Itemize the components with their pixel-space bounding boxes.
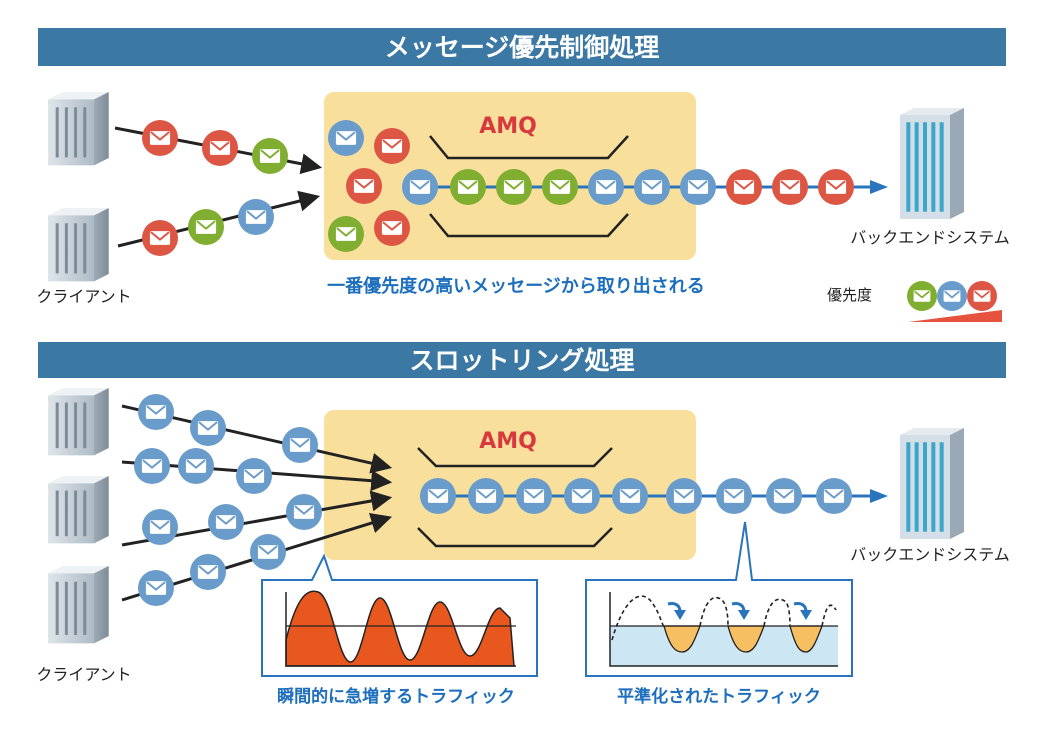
- envelope-icon: [496, 169, 532, 205]
- envelope-icon: [142, 220, 178, 256]
- priority-queue-bottom-bracket: [429, 213, 629, 238]
- throttling-backend-label: バックエンドシステム: [850, 545, 1010, 564]
- throttling-banner: [38, 342, 1006, 378]
- server-icon: [900, 428, 964, 539]
- envelope-icon: [286, 494, 322, 530]
- spike-traffic-callout: [261, 553, 538, 677]
- arrow-icon: [870, 489, 888, 503]
- envelope-icon: [238, 199, 274, 235]
- envelope-icon: [967, 281, 997, 311]
- server-icon: [48, 566, 109, 644]
- priority-backend-label: バックエンドシステム: [850, 228, 1010, 247]
- envelope-icon: [766, 478, 802, 514]
- envelope-icon: [588, 169, 624, 205]
- envelope-icon: [328, 120, 364, 156]
- server-icon: [48, 208, 109, 282]
- arrow-icon: [800, 610, 812, 620]
- envelope-icon: [937, 281, 967, 311]
- envelope-icon: [468, 478, 504, 514]
- envelope-icon: [772, 169, 808, 205]
- server-icon: [48, 388, 109, 456]
- priority-banner: [38, 28, 1006, 66]
- server-icon: [900, 108, 964, 219]
- envelope-icon: [250, 534, 286, 570]
- server-icon: [48, 476, 109, 544]
- envelope-icon: [236, 458, 272, 494]
- envelope-icon: [374, 128, 410, 164]
- priority-client-label: クライアント: [36, 287, 131, 306]
- spike-traffic-caption: 瞬間的に急増するトラフィック: [277, 686, 515, 707]
- envelope-icon: [178, 448, 214, 484]
- envelope-icon: [816, 478, 852, 514]
- priority-caption: 一番優先度の高いメッセージから取り出される: [327, 275, 705, 297]
- envelope-icon: [450, 169, 486, 205]
- envelope-icon: [142, 509, 178, 545]
- priority-legend-ramp: [908, 310, 1002, 322]
- envelope-icon: [634, 169, 670, 205]
- throttling-amq-label: AMQ: [479, 429, 537, 454]
- priority-banner-title: メッセージ優先制御処理: [385, 33, 660, 62]
- spike-axes: [285, 592, 516, 667]
- envelope-icon: [516, 478, 552, 514]
- server-icon: [48, 92, 109, 166]
- envelope-icon: [666, 478, 702, 514]
- throttling-banner-title: スロットリング処理: [409, 346, 634, 375]
- priority-amq-label: AMQ: [479, 114, 537, 139]
- smooth-axes: [609, 592, 838, 667]
- smooth-traffic-dashed-wave: [611, 595, 837, 641]
- envelope-icon: [612, 478, 648, 514]
- envelope-icon: [252, 138, 288, 174]
- envelope-icon: [138, 394, 174, 430]
- envelope-icon: [190, 554, 226, 590]
- envelope-icon: [346, 168, 382, 204]
- envelope-icon: [716, 478, 752, 514]
- smooth-traffic-callout: [585, 521, 853, 677]
- envelope-icon: [138, 570, 174, 606]
- envelope-icon: [726, 169, 762, 205]
- priority-legend-label: 優先度: [827, 286, 872, 304]
- envelope-icon: [402, 169, 438, 205]
- throttling-amq-box: [324, 410, 696, 560]
- envelope-icon: [542, 169, 578, 205]
- envelope-icon: [282, 427, 318, 463]
- envelope-icon: [188, 209, 224, 245]
- priority-queue-top-bracket: [429, 135, 629, 160]
- throttling-queue-bottom-bracket: [417, 527, 613, 548]
- spike-traffic-area: [285, 590, 515, 667]
- envelope-icon: [907, 281, 937, 311]
- envelope-icon: [208, 504, 244, 540]
- arrow-icon: [738, 610, 750, 620]
- envelope-icon: [134, 448, 170, 484]
- arrow-icon: [674, 610, 686, 620]
- envelope-icon: [420, 478, 456, 514]
- envelope-icon: [680, 169, 716, 205]
- smooth-traffic-dips: [663, 625, 823, 653]
- throttling-client-label: クライアント: [36, 665, 131, 684]
- smooth-traffic-caption: 平準化されたトラフィック: [617, 686, 821, 707]
- envelope-icon: [564, 478, 600, 514]
- envelope-icon: [202, 130, 238, 166]
- throttling-queue-top-bracket: [417, 447, 613, 468]
- envelope-icon: [328, 216, 364, 252]
- envelope-icon: [818, 169, 854, 205]
- envelope-icon: [190, 410, 226, 446]
- envelope-icon: [374, 210, 410, 246]
- envelope-icon: [142, 120, 178, 156]
- arrow-icon: [870, 180, 888, 194]
